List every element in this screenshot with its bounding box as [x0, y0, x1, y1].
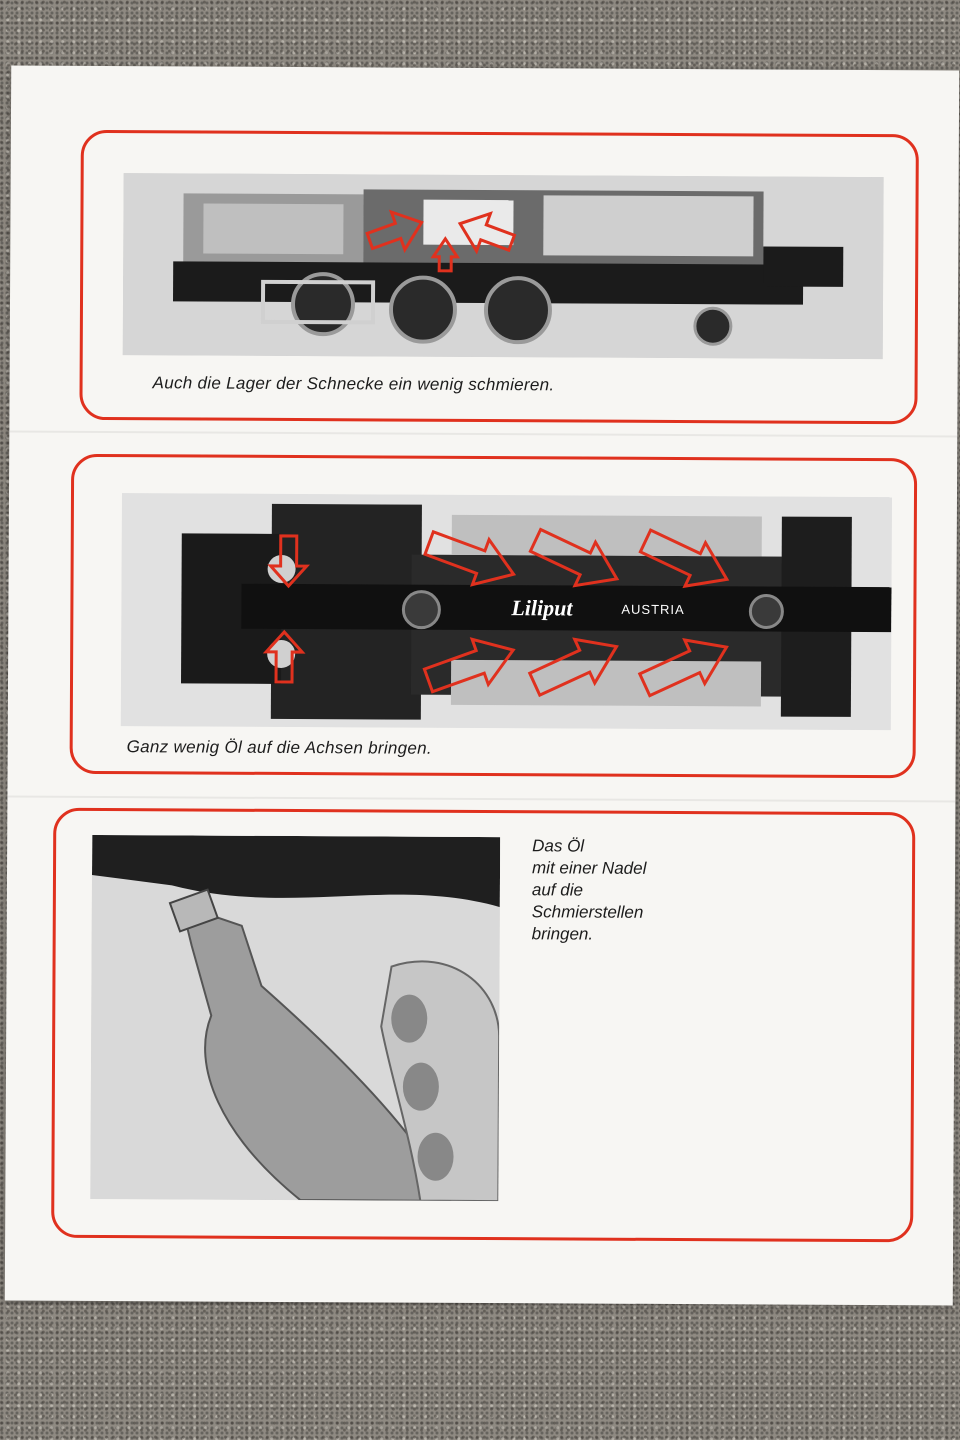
oil-point-arrows — [365, 209, 517, 273]
brand-country: AUSTRIA — [621, 602, 684, 617]
needle-instruction: Das Öl mit einer Nadel auf die Schmierst… — [532, 835, 647, 946]
instruction-line: Das Öl — [532, 836, 585, 856]
oil-bottle-illustration — [90, 834, 501, 1202]
locomotive-side-photo — [122, 173, 884, 360]
locomotive-underside-photo: Liliput AUSTRIA — [120, 493, 892, 731]
instruction-line: Schmierstellen — [531, 902, 644, 922]
oil-bottle-photo — [90, 834, 501, 1202]
panel-needle-oiling: Das Öl mit einer Nadel auf die Schmierst… — [51, 807, 916, 1243]
locomotive-side-illustration — [122, 173, 884, 360]
fold-line — [9, 430, 958, 438]
instruction-line: mit einer Nadel — [531, 858, 647, 878]
brand-logo: Liliput — [510, 595, 573, 620]
panel-worm-bearing: Auch die Lager der Schnecke ein wenig sc… — [79, 129, 919, 425]
panel-2-caption: Ganz wenig Öl auf die Achsen bringen. — [126, 737, 433, 758]
axle-oil-arrows — [262, 527, 730, 698]
fold-line — [7, 795, 956, 803]
instruction-sheet: Auch die Lager der Schnecke ein wenig sc… — [4, 65, 960, 1306]
instruction-line: bringen. — [531, 924, 594, 944]
panel-1-caption: Auch die Lager der Schnecke ein wenig sc… — [152, 373, 555, 395]
panel-axles: Liliput AUSTRIA Ganz wenig — [69, 453, 918, 779]
instruction-line: auf die — [531, 880, 584, 900]
